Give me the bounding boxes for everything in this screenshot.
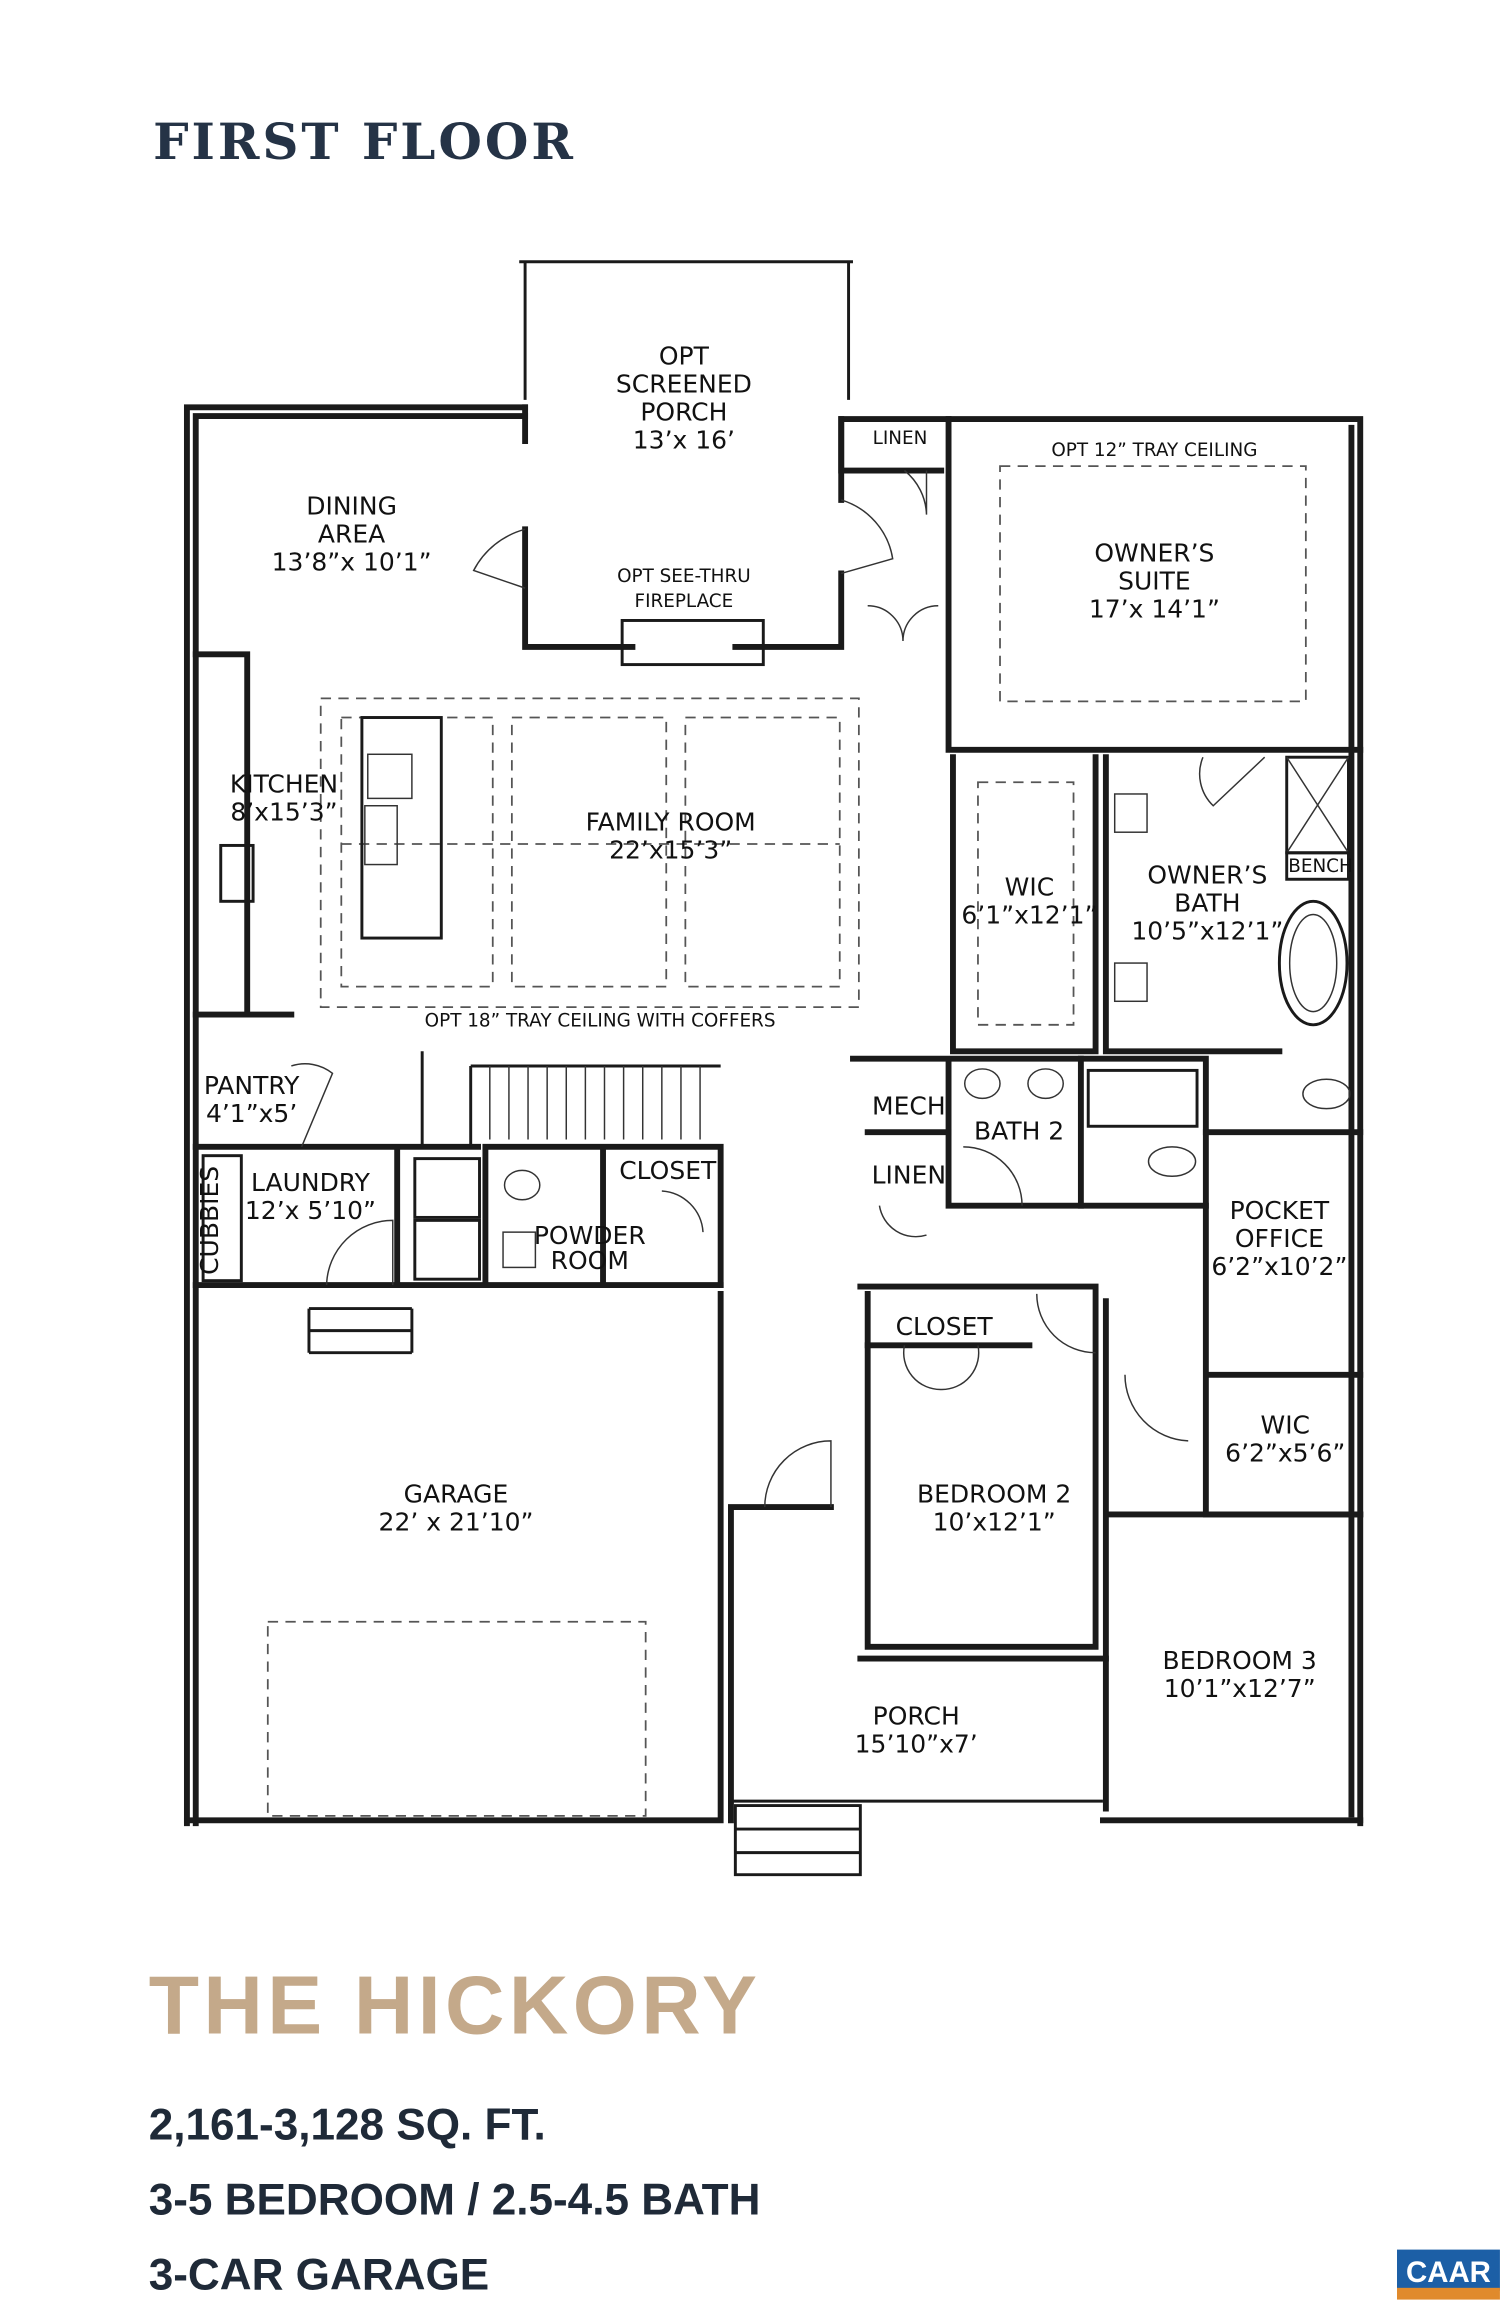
room-label-line: 12’x 5’10” — [245, 1196, 376, 1225]
room-label-line: SUITE — [1118, 567, 1191, 596]
room-label-line: PORCH — [873, 1702, 960, 1731]
room-owner-tray: OPT 12” TRAY CEILING — [1051, 440, 1257, 461]
page-title: FIRST FLOOR — [153, 112, 576, 171]
room-label-line: PORCH — [640, 398, 727, 427]
room-label-line: BEDROOM 3 — [1163, 1646, 1317, 1675]
washer-icon — [413, 1157, 481, 1219]
room-label-line: SCREENED — [616, 370, 752, 399]
room-label-line: OWNER’S — [1094, 539, 1214, 568]
room-label-line: 13’x 16’ — [633, 425, 735, 454]
model-name: THE HICKORY — [149, 1959, 762, 2051]
room-fireplace: OPT SEE-THRU FIREPLACE — [617, 566, 751, 612]
room-label-line: OPT SEE-THRU — [617, 566, 751, 587]
room-label-line: FAMILY ROOM — [586, 808, 756, 837]
room-linen-1: LINEN — [873, 428, 928, 449]
spec-bed-bath: 3-5 BEDROOM / 2.5-4.5 BATH — [149, 2175, 761, 2224]
room-closet-2: CLOSET — [896, 1312, 994, 1341]
room-mech: MECH — [872, 1092, 946, 1121]
logo-text: CAAR — [1406, 2256, 1491, 2289]
room-label-line: WIC — [1005, 872, 1055, 901]
room-label-line: 15’10”x7’ — [855, 1730, 978, 1759]
room-label-line: 17’x 14’1” — [1089, 595, 1220, 624]
room-label-line: 22’x15’3” — [609, 836, 732, 865]
room-label-line: DINING — [306, 492, 397, 521]
room-bath-2: BATH 2 — [974, 1117, 1064, 1146]
room-label-line: GARAGE — [404, 1480, 509, 1509]
room-closet-1: CLOSET — [619, 1156, 717, 1185]
room-label-line: LINEN — [872, 1161, 946, 1190]
room-label-line: 10’5”x12’1” — [1131, 917, 1283, 946]
range-icon — [219, 843, 255, 903]
room-label-line: CUBBIES — [195, 1166, 224, 1275]
room-label-line: OWNER’S — [1147, 861, 1267, 890]
doors — [291, 469, 1266, 1508]
room-bench: BENCH — [1288, 856, 1353, 877]
room-label-line: 22’ x 21’10” — [379, 1508, 534, 1537]
room-label-line: 6’2”x10’2” — [1211, 1252, 1347, 1281]
room-label-line: PANTRY — [204, 1071, 300, 1100]
spec-garage: 3-CAR GARAGE — [149, 2250, 490, 2299]
room-label-line: ROOM — [551, 1246, 629, 1275]
room-label-line: KITCHEN — [230, 770, 338, 799]
fireplace-icon — [620, 619, 765, 667]
walls — [183, 260, 1364, 1827]
room-label-line: CLOSET — [619, 1156, 717, 1185]
room-label-line: WIC — [1260, 1411, 1310, 1440]
stair-treads — [489, 1065, 701, 1140]
room-label-line: OPT 12” TRAY CEILING — [1051, 440, 1257, 461]
dryer-icon — [413, 1218, 481, 1281]
caar-logo: CAAR — [1397, 2249, 1500, 2300]
room-label-line: POWDER — [534, 1221, 646, 1250]
fixtures — [201, 619, 1351, 1877]
room-label-line: CLOSET — [896, 1312, 994, 1341]
spec-sqft: 2,161-3,128 SQ. FT. — [149, 2100, 546, 2149]
room-label-line: BATH 2 — [974, 1117, 1064, 1146]
room-label-line: 10’x12’1” — [933, 1508, 1056, 1537]
room-label-line: OPT — [659, 342, 710, 371]
room-label-line: OPT 18” TRAY CEILING WITH COFFERS — [425, 1010, 776, 1031]
room-label-line: 6’2”x5’6” — [1225, 1439, 1345, 1468]
room-bedroom-3: BEDROOM 310’1”x12’7” — [1163, 1646, 1317, 1703]
bathtub-icon — [1277, 899, 1349, 1027]
room-label-line: 10’1”x12’7” — [1164, 1674, 1316, 1703]
room-label-line: LINEN — [873, 428, 928, 449]
room-label-line: BEDROOM 2 — [917, 1480, 1071, 1509]
room-label-line: 8’x15’3” — [230, 797, 337, 826]
room-bedroom-2: BEDROOM 210’x12’1” — [917, 1480, 1071, 1537]
room-cubbies: CUBBIES — [195, 1166, 224, 1275]
room-label-line: 6’1”x12’1” — [961, 900, 1097, 929]
room-label-line: MECH — [872, 1092, 946, 1121]
room-label-line: BENCH — [1288, 856, 1353, 877]
room-label-line: OFFICE — [1235, 1224, 1324, 1253]
room-label-line: BATH — [1174, 889, 1240, 918]
room-label-line: 4’1”x5’ — [206, 1099, 297, 1128]
room-family-tray: OPT 18” TRAY CEILING WITH COFFERS — [425, 1010, 776, 1031]
room-label-line: FIREPLACE — [635, 591, 734, 612]
toilet-icon — [1147, 1146, 1197, 1177]
room-linen-2: LINEN — [872, 1161, 946, 1190]
room-label-line: AREA — [318, 520, 385, 549]
room-label-line: LAUNDRY — [251, 1168, 371, 1197]
room-label-line: POCKET — [1230, 1196, 1330, 1225]
room-label-line: 13’8”x 10’1” — [272, 547, 432, 576]
